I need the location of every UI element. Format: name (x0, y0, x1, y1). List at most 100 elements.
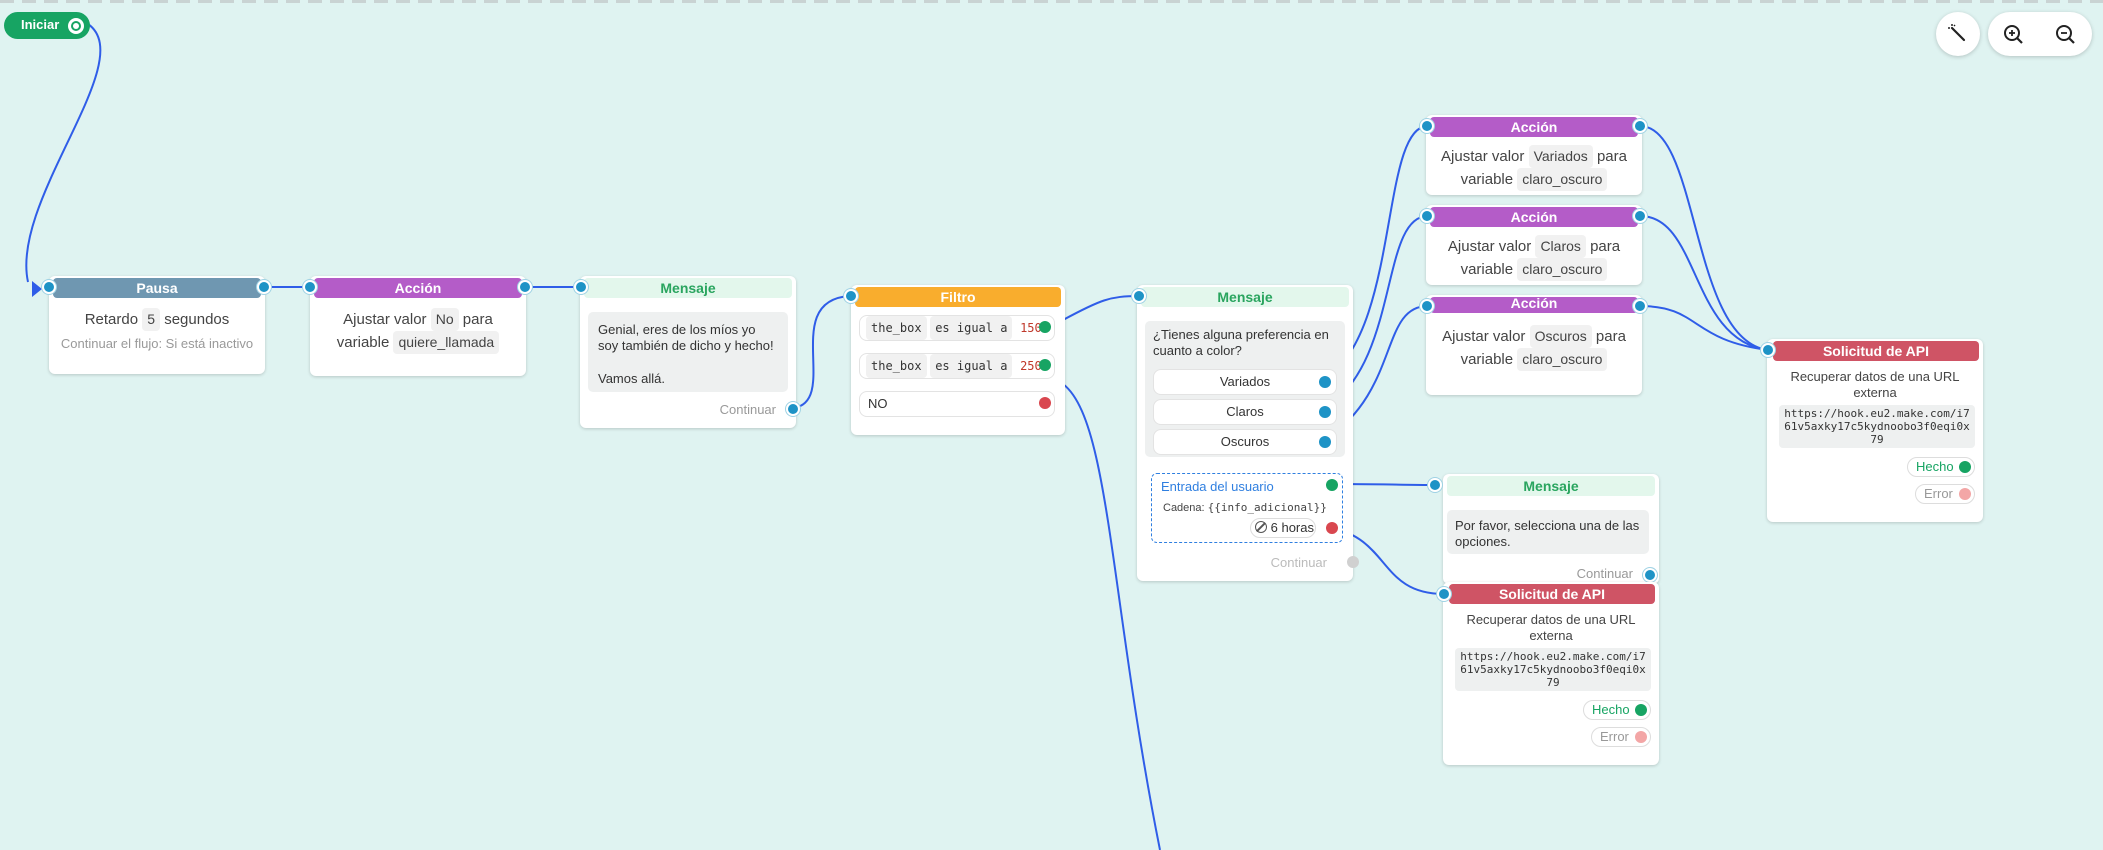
filtro-row-1[interactable]: the_box es igual a 150 (859, 315, 1055, 341)
mensaje2-input-type-label: Cadena: (1163, 502, 1205, 514)
accionA-body: Ajustar valor Variados para variable cla… (1432, 145, 1636, 191)
magic-wand-button[interactable] (1936, 12, 1980, 56)
filtro-row2-value: 250 (1020, 359, 1042, 373)
mensaje2-user-input[interactable]: Entrada del usuario Cadena: {{info_adici… (1151, 473, 1343, 543)
pausa-node[interactable]: Pausa Retardo 5 segundos Continuar el fl… (49, 276, 265, 374)
mensaje2-option1-port[interactable] (1319, 376, 1331, 388)
filtro-row2-port[interactable] (1039, 359, 1051, 371)
pausa-in-port[interactable] (42, 280, 56, 294)
accion1-out-port[interactable] (518, 280, 532, 294)
api2-done-port[interactable] (1635, 704, 1647, 716)
accion-node-variados[interactable]: Acción Ajustar valor Variados para varia… (1426, 115, 1642, 195)
accion1-body: Ajustar valor No para variable quiere_ll… (316, 308, 520, 354)
filtro-row-2[interactable]: the_box es igual a 250 (859, 353, 1055, 379)
mensaje3-bubble: Por favor, selecciona una de las opcione… (1447, 510, 1649, 554)
canvas-top-border (0, 0, 2103, 3)
accion1-header: Acción (314, 278, 522, 298)
api1-done-label: Hecho (1916, 459, 1954, 474)
zoom-out-icon[interactable] (2040, 12, 2092, 56)
accionA-header: Acción (1430, 117, 1638, 137)
mensaje2-option3-port[interactable] (1319, 436, 1331, 448)
accion-node-oscuros[interactable]: Acción Ajustar valor Oscuros para variab… (1426, 295, 1642, 395)
filtro-in-port[interactable] (844, 289, 858, 303)
accion-node-claros[interactable]: Acción Ajustar valor Claros para variabl… (1426, 205, 1642, 285)
api2-error-label: Error (1600, 729, 1629, 744)
accionB-out-port[interactable] (1633, 209, 1647, 223)
mensaje-node-2[interactable]: Mensaje ¿Tienes alguna preferencia en cu… (1137, 285, 1359, 581)
filtro-row1-port[interactable] (1039, 321, 1051, 333)
mensaje1-line1: Genial, eres de los míos yo soy también … (598, 322, 774, 353)
api2-done-label: Hecho (1592, 702, 1630, 717)
start-node[interactable]: Iniciar (4, 12, 90, 39)
accionC-in-port[interactable] (1420, 299, 1434, 313)
wire-accionB-api1 (1639, 215, 1769, 351)
accion1-in-port[interactable] (303, 280, 317, 294)
mensaje2-option1-label: Variados (1219, 374, 1271, 389)
accionA-mid: para (1596, 148, 1627, 165)
mensaje1-header: Mensaje (584, 278, 792, 298)
pausa-out-port[interactable] (257, 280, 271, 294)
accionB-variable: claro_oscuro (1517, 258, 1608, 281)
api2-in-port[interactable] (1437, 587, 1451, 601)
start-label: Iniciar (21, 17, 60, 32)
api2-done-pill[interactable]: Hecho (1583, 700, 1651, 720)
mensaje2-timeout-port[interactable] (1326, 522, 1338, 534)
zoom-in-icon[interactable] (1988, 12, 2040, 56)
mensaje1-bubble: Genial, eres de los míos yo soy también … (588, 312, 788, 392)
api1-done-pill[interactable]: Hecho (1907, 457, 1975, 477)
filtro-no-row[interactable]: NO (859, 391, 1055, 417)
mensaje2-input-var: {{info_adicional}} (1207, 501, 1327, 514)
wire-start-pausa (25, 23, 102, 283)
pausa-prefix: Retardo (84, 311, 139, 328)
accionC-header: Acción (1430, 297, 1638, 313)
accionC-out-port[interactable] (1633, 299, 1647, 313)
mensaje3-in-port[interactable] (1428, 478, 1442, 492)
api1-in-port[interactable] (1761, 343, 1775, 357)
wire-accionC-api1 (1639, 305, 1769, 351)
accionA-in-port[interactable] (1420, 119, 1434, 133)
mensaje2-option-3[interactable]: Oscuros (1153, 429, 1337, 455)
api1-error-port[interactable] (1959, 488, 1971, 500)
mensaje2-option-1[interactable]: Variados (1153, 369, 1337, 395)
api-node-1[interactable]: Solicitud de API Recuperar datos de una … (1767, 339, 1983, 522)
mensaje1-line2: Vamos allá. (598, 371, 665, 386)
accionA-variable: claro_oscuro (1517, 168, 1608, 191)
accionB-body: Ajustar valor Claros para variable claro… (1432, 235, 1636, 281)
api2-error-port[interactable] (1635, 731, 1647, 743)
timeout-icon (1255, 521, 1267, 533)
accionA-out-port[interactable] (1633, 119, 1647, 133)
accion1-mid: para (462, 311, 493, 328)
magic-wand-icon (1948, 24, 1966, 42)
mensaje-node-3[interactable]: Mensaje Por favor, selecciona una de las… (1443, 474, 1659, 584)
filtro-no-label: NO (868, 396, 888, 411)
start-port[interactable] (68, 18, 84, 34)
mensaje2-option-2[interactable]: Claros (1153, 399, 1337, 425)
mensaje2-in-port[interactable] (1132, 289, 1146, 303)
accion-node-1[interactable]: Acción Ajustar valor No para variable qu… (310, 276, 526, 376)
accionB-prefix: Ajustar valor (1447, 238, 1532, 255)
accionC-prefix: Ajustar valor (1442, 328, 1526, 345)
api2-desc: Recuperar datos de una URL externa (1466, 612, 1636, 643)
mensaje2-input-type: Cadena: {{info_adicional}} (1163, 501, 1327, 514)
accionB-in-port[interactable] (1420, 209, 1434, 223)
mensaje1-in-port[interactable] (574, 280, 588, 294)
pausa-value: 5 (142, 308, 161, 331)
mensaje3-continue-port[interactable] (1643, 568, 1657, 582)
mensaje2-input-port[interactable] (1326, 479, 1338, 491)
pausa-header: Pausa (53, 278, 261, 298)
filtro-no-port[interactable] (1039, 397, 1051, 409)
api2-header: Solicitud de API (1449, 584, 1655, 604)
zoom-controls (1988, 12, 2092, 56)
filtro-row1-op: es igual a (930, 316, 1013, 340)
filtro-node[interactable]: Filtro the_box es igual a 150 the_box es… (851, 285, 1065, 435)
mensaje2-continue: Continuar (1270, 555, 1327, 570)
mensaje-node-1[interactable]: Mensaje Genial, eres de los míos yo soy … (580, 276, 796, 428)
api2-url: https://hook.eu2.make.com/i761v5axky17c5… (1455, 648, 1651, 691)
api-node-2[interactable]: Solicitud de API Recuperar datos de una … (1443, 582, 1659, 765)
mensaje1-continue-port[interactable] (786, 402, 800, 416)
mensaje2-continue-port[interactable] (1347, 556, 1359, 568)
pausa-note: Continuar el flujo: Si está inactivo (60, 336, 254, 351)
pausa-in-arrow (32, 281, 42, 297)
mensaje2-option2-port[interactable] (1319, 406, 1331, 418)
api1-done-port[interactable] (1959, 461, 1971, 473)
